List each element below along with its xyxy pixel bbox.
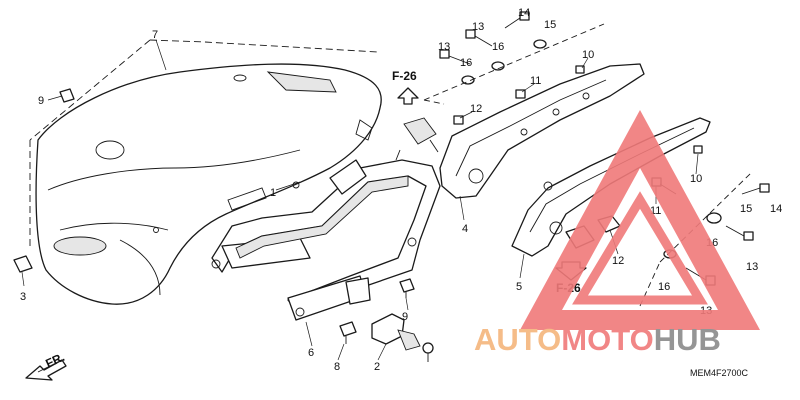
diagram-code: MEM4F2700C xyxy=(690,368,749,378)
callout-3: 3 xyxy=(20,291,26,303)
svg-text:AUTOMOTOHUB: AUTOMOTOHUB xyxy=(474,322,721,357)
callout-1: 1 xyxy=(270,187,276,199)
callout-10-top: 10 xyxy=(582,49,594,61)
front-arrow-icon xyxy=(25,359,67,381)
callout-16-right-b: 16 xyxy=(658,281,670,293)
grab-bracket xyxy=(211,149,441,321)
watermark: AUTOMOTOHUB xyxy=(474,110,760,357)
watermark-hub: HUB xyxy=(654,322,721,357)
callout-16-top-a: 16 xyxy=(492,41,504,53)
callout-4: 4 xyxy=(462,223,468,235)
callout-13-top-a: 13 xyxy=(472,21,484,33)
watermark-moto: MOTO xyxy=(561,322,653,357)
callout-labels: 7 9 3 1 6 8 9 2 4 5 13 13 14 15 16 16 10… xyxy=(20,7,782,373)
watermark-auto: AUTO xyxy=(474,322,561,357)
callout-11-top: 11 xyxy=(530,75,541,87)
rear-fender xyxy=(29,39,382,305)
callout-13-top-b: 13 xyxy=(438,41,450,53)
callout-5: 5 xyxy=(516,281,522,293)
callout-15-right: 15 xyxy=(740,203,752,215)
callout-16-top-b: 16 xyxy=(460,57,472,69)
lock-hardware xyxy=(13,88,434,362)
callout-12-right: 12 xyxy=(612,255,624,267)
callout-8: 8 xyxy=(334,361,340,373)
watermark-triangle-logo xyxy=(520,110,760,330)
ref-arrow-up xyxy=(397,87,419,105)
callout-14-right: 14 xyxy=(770,203,782,215)
callout-10-right: 10 xyxy=(690,173,702,185)
callout-9-left: 9 xyxy=(38,95,44,107)
callout-14-top: 14 xyxy=(518,7,530,19)
callout-12-top: 12 xyxy=(470,103,482,115)
left-side-bracket xyxy=(403,63,645,199)
callout-2: 2 xyxy=(374,361,380,373)
callout-7: 7 xyxy=(152,29,158,41)
callout-13-right-a: 13 xyxy=(746,261,758,273)
callout-6: 6 xyxy=(308,347,314,359)
ref-f26-top: F-26 xyxy=(392,69,417,83)
callout-11-right: 11 xyxy=(650,205,661,217)
alignment-lines xyxy=(423,23,753,307)
callout-15-top: 15 xyxy=(544,19,556,31)
callout-9-bottom: 9 xyxy=(402,311,408,323)
